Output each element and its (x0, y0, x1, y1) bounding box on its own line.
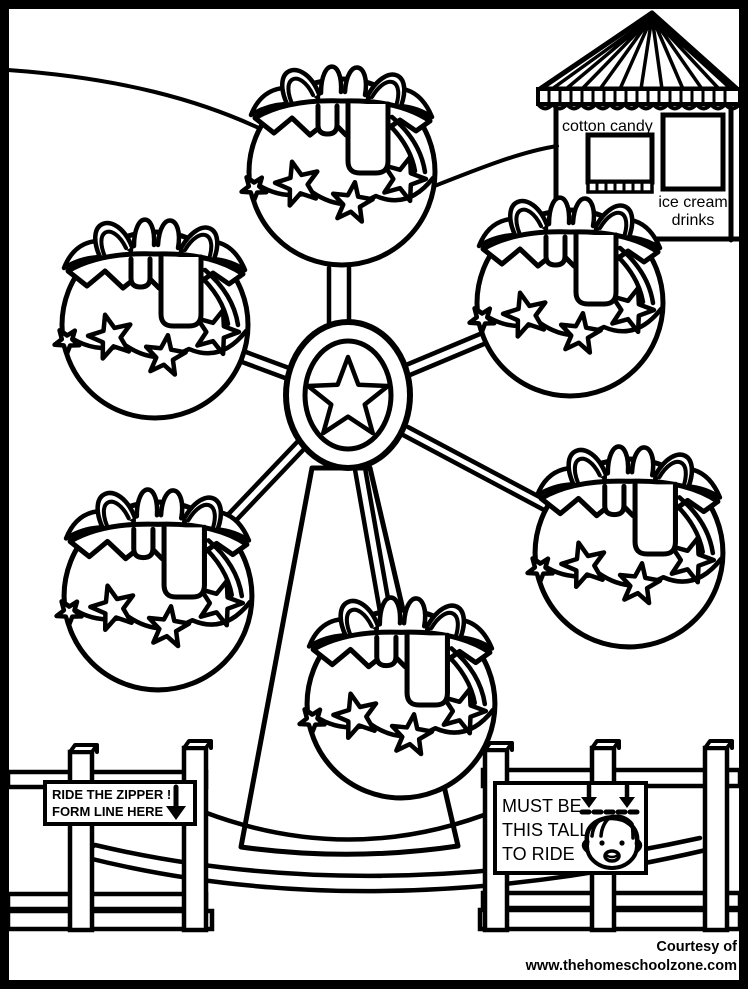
platform-pad-arc (201, 807, 500, 842)
right-fence-post-c-cap (703, 739, 734, 750)
wheel-hub (283, 319, 413, 471)
left-fence: RIDE THE ZIPPER ! FORM LINE HERE (5, 739, 215, 933)
arrow-down-icon (166, 784, 186, 820)
awning-stripes (547, 87, 727, 105)
gondola-top (236, 67, 435, 265)
awning-scallops (536, 102, 742, 111)
spoke-lower-right (400, 424, 552, 513)
child-face-icon (581, 814, 643, 870)
cotton-candy-label: cotton candy (562, 118, 653, 135)
gondola-lower-right (522, 447, 723, 647)
right-fence-post-c (702, 745, 730, 933)
height-sign-line2: THIS TALL (502, 820, 589, 840)
left-fence-post-b-cap (182, 739, 213, 750)
left-fence-post-b (181, 745, 209, 933)
spoke-top (326, 265, 352, 326)
wheel-spokes (216, 265, 552, 615)
menu-board (660, 112, 726, 192)
zipper-sign-board (43, 780, 197, 826)
height-sign-line1: MUST BE (502, 796, 582, 816)
horizon-line-left (6, 68, 265, 132)
gondola-lower-left (51, 490, 252, 690)
spoke-upper-left (239, 349, 292, 381)
left-fence-bottom-rail (5, 891, 209, 912)
arrow-down-icon (581, 783, 597, 808)
zipper-sign: RIDE THE ZIPPER ! FORM LINE HERE (43, 780, 197, 826)
gondola-upper-left (49, 220, 248, 418)
menu-text-drinks: drinks (672, 212, 715, 229)
spoke-lower-left (216, 437, 310, 533)
credit-line1: Courtesy of (656, 939, 737, 955)
tent-roof-stripes (550, 15, 733, 91)
zipper-sign-line2: FORM LINE HERE (52, 804, 164, 819)
arrow-down-icon (619, 783, 635, 808)
zipper-sign-line1: RIDE THE ZIPPER ! (52, 787, 171, 802)
right-fence: MUST BE THIS TALL TO RIDE (477, 739, 743, 933)
credit: Courtesy of www.thehomeschoolzone.com (525, 939, 738, 974)
right-fence-post-b-cap (590, 739, 621, 750)
gondola-upper-right (464, 198, 663, 396)
left-fence-base (5, 908, 215, 932)
height-sign: MUST BE THIS TALL TO RIDE (493, 781, 648, 875)
spoke-bottom (351, 459, 393, 615)
stand-counter-window (585, 132, 655, 185)
menu-text-ice-cream: ice cream (658, 194, 727, 211)
awning-band (536, 87, 742, 106)
left-fence-post-a-cap (68, 743, 99, 754)
horizon-line-right (430, 144, 559, 189)
right-fence-post-a-cap (483, 741, 514, 752)
height-sign-line3: TO RIDE (502, 844, 575, 864)
stand-counter-ticks (595, 180, 644, 194)
spoke-upper-right (403, 331, 487, 378)
left-fence-post-a (67, 749, 95, 933)
concession-stand: cotton candy ice cream drinks (536, 10, 743, 243)
credit-line2: www.thehomeschoolzone.com (525, 958, 737, 974)
stand-counter-strip (586, 180, 654, 194)
